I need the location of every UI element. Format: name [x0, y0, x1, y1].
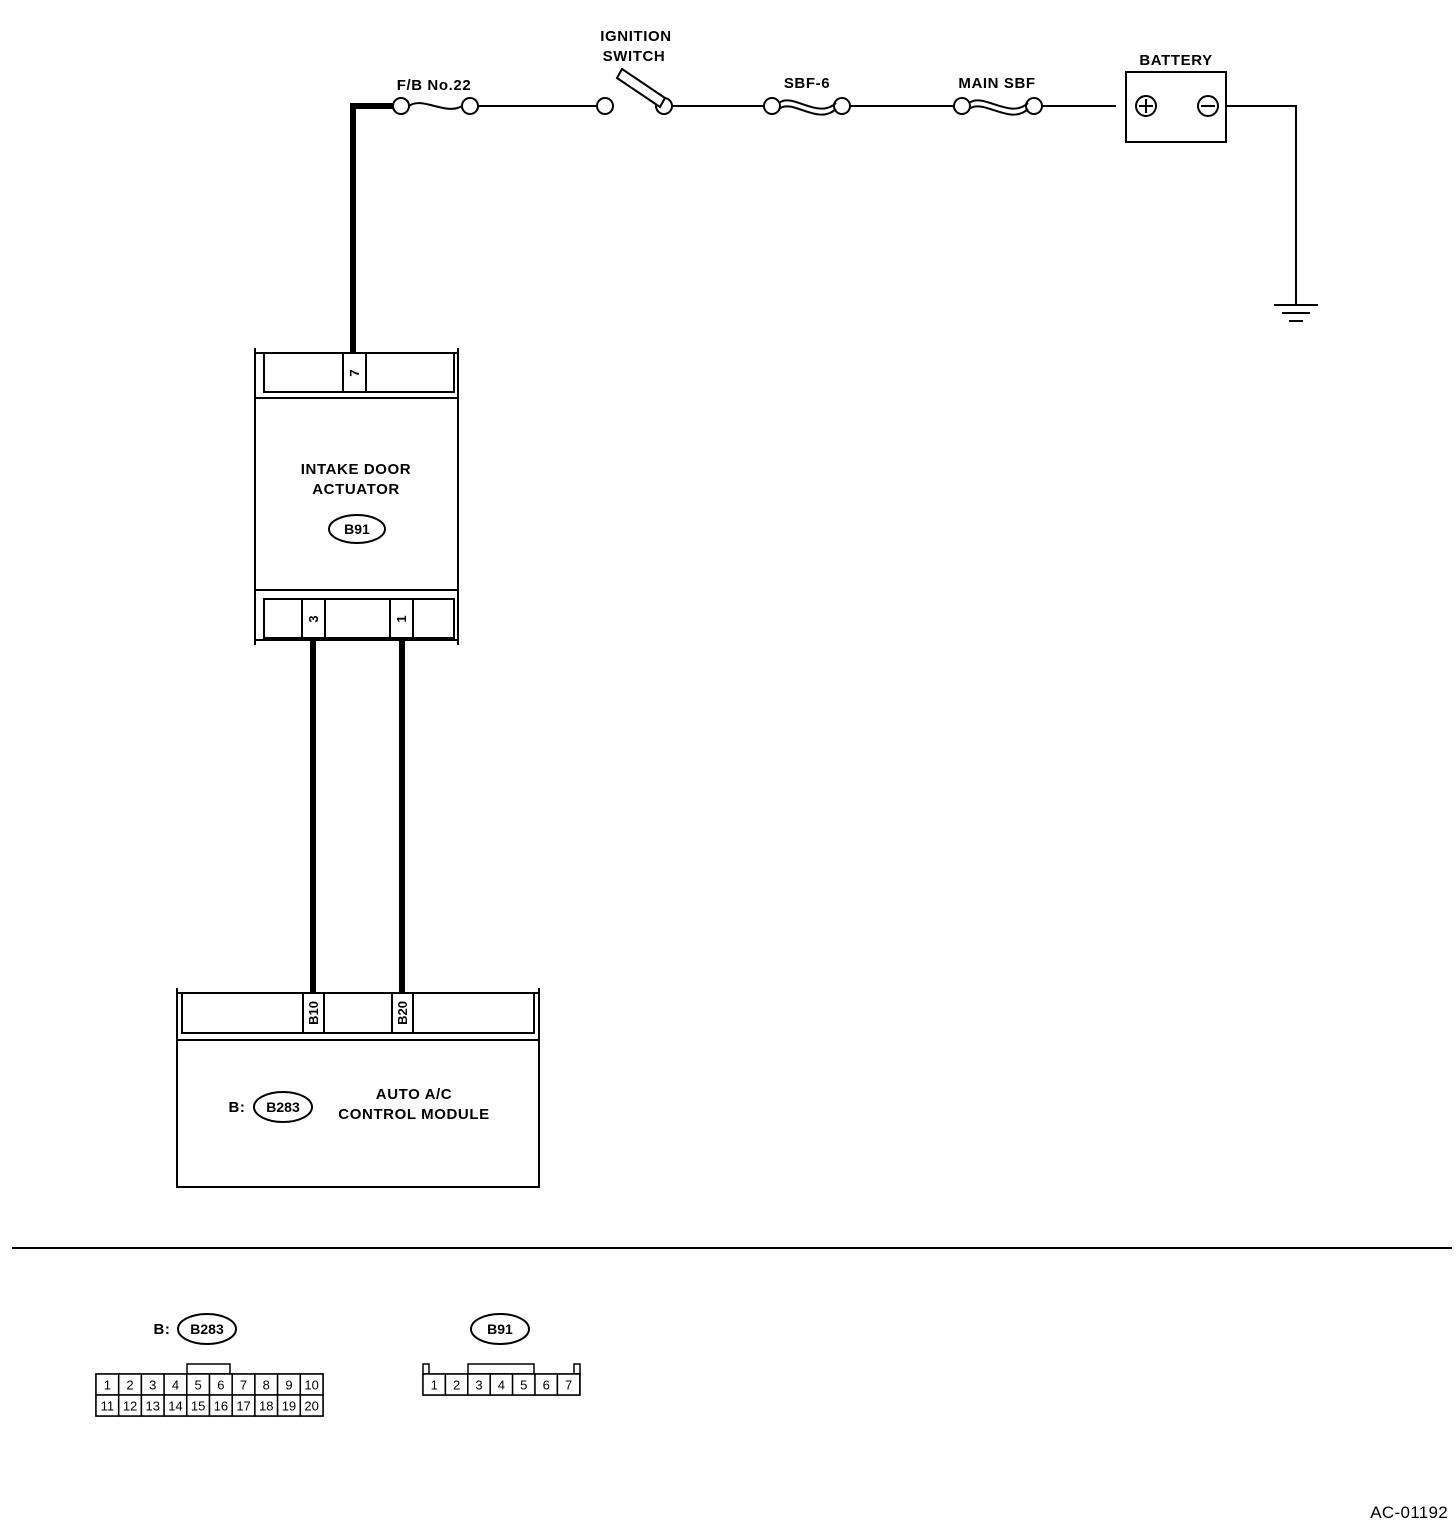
module-code-badge	[253, 1091, 313, 1123]
b283-pin-12: 12	[123, 1399, 137, 1414]
b91-pin-3: 3	[475, 1378, 482, 1393]
sbf6-label: SBF-6	[784, 75, 830, 92]
actuator-pin-7: 7	[347, 369, 362, 376]
diagram-id: AC-01192	[1370, 1503, 1448, 1522]
b283-pin-18: 18	[259, 1399, 273, 1414]
b91-pin-6: 6	[543, 1378, 550, 1393]
module-pin-b20: B20	[395, 1001, 410, 1025]
actuator-name-line1: INTAKE DOOR	[301, 461, 412, 478]
module-connector-strip	[181, 992, 535, 1034]
auto-ac-control-module: B10 B20 B: B283 AUTO A/C CONTROL MODULE	[176, 988, 540, 1188]
fuse-fb-no22: F/B No.22	[392, 77, 479, 115]
b283-code: B283	[190, 1321, 224, 1337]
b283-pin-7: 7	[240, 1378, 247, 1393]
ignition-switch: IGNITION SWITCH	[596, 28, 673, 115]
actuator-code: B91	[344, 521, 370, 537]
ground-icon	[1274, 304, 1318, 322]
battery-negative-icon	[1197, 95, 1219, 117]
actuator-pin-3: 3	[306, 615, 321, 622]
ignition-label-line1: IGNITION	[600, 28, 671, 45]
module-pin-b10: B10	[306, 1001, 321, 1025]
b283-prefix: B:	[153, 1321, 170, 1338]
b91-pin-1: 1	[431, 1378, 438, 1393]
b283-pin-2: 2	[126, 1378, 133, 1393]
b91-code: B91	[487, 1321, 513, 1337]
actuator-code-badge	[328, 514, 386, 544]
wire-battery-to-ground	[1226, 105, 1297, 305]
b283-pin-15: 15	[191, 1399, 205, 1414]
battery-label: BATTERY	[1139, 52, 1212, 69]
battery: BATTERY	[1125, 52, 1227, 143]
actuator-name-line2: ACTUATOR	[312, 481, 400, 498]
b283-code-badge	[177, 1313, 237, 1345]
b91-pin-7-cell	[556, 1373, 581, 1396]
b283-pin-20-cell	[299, 1394, 324, 1417]
module-prefix: B:	[228, 1099, 245, 1116]
b283-pin-3: 3	[149, 1378, 156, 1393]
intake-door-actuator: 7 INTAKE DOOR ACTUATOR B91 3 1	[254, 348, 459, 645]
main-sbf-label: MAIN SBF	[958, 75, 1035, 92]
b283-pin-6: 6	[217, 1378, 224, 1393]
b283-pin-20: 20	[304, 1399, 318, 1414]
b283-pin-10: 10	[304, 1378, 318, 1393]
b283-pin-14: 14	[168, 1399, 182, 1414]
actuator-bottom-connector	[263, 598, 455, 639]
b283-pin-1: 1	[104, 1378, 111, 1393]
b91-pin-5: 5	[520, 1378, 527, 1393]
b283-pin-9: 9	[285, 1378, 292, 1393]
module-name-line1: AUTO A/C	[376, 1086, 452, 1103]
wire-actuator-pin7-to-fuse	[350, 103, 394, 353]
b283-pin-8: 8	[263, 1378, 270, 1393]
b283-pin-17: 17	[236, 1399, 250, 1414]
b283-pin-4: 4	[172, 1378, 179, 1393]
fuse-fb-label: F/B No.22	[397, 77, 472, 94]
b91-pin-4: 4	[498, 1378, 505, 1393]
ignition-label-line2: SWITCH	[603, 48, 666, 65]
b91-pin-2: 2	[453, 1378, 460, 1393]
battery-positive-icon	[1135, 95, 1157, 117]
b91-pin-7: 7	[565, 1378, 572, 1393]
b283-pin-5: 5	[195, 1378, 202, 1393]
b283-pin-19: 19	[282, 1399, 296, 1414]
b91-code-badge	[470, 1313, 530, 1345]
actuator-pin-1: 1	[394, 615, 409, 622]
power-circuit	[470, 105, 1297, 305]
fuse-main-sbf: MAIN SBF	[953, 75, 1043, 116]
module-code: B283	[266, 1099, 300, 1115]
fuse-sbf6: SBF-6	[763, 75, 851, 116]
b283-pin-16: 16	[214, 1399, 228, 1414]
module-name-line2: CONTROL MODULE	[338, 1106, 489, 1123]
b283-pin-13: 13	[146, 1399, 160, 1414]
b283-pin-11: 11	[101, 1399, 115, 1414]
